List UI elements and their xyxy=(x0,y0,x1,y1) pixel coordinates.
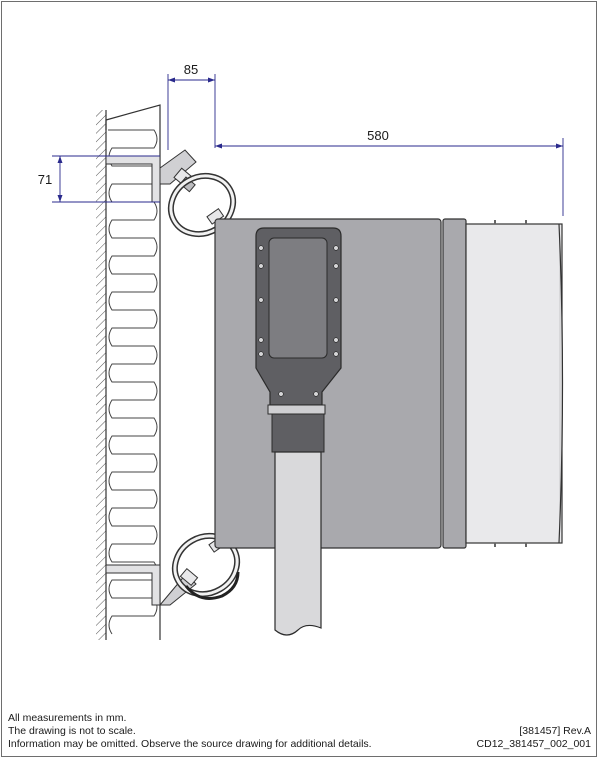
note-scale: The drawing is not to scale. xyxy=(8,725,136,738)
drawing-notes: All measurements in mm. The drawing is n… xyxy=(8,712,372,752)
drawing-id-label: CD12_381457_002_001 xyxy=(476,738,591,751)
plate-screw xyxy=(258,337,264,343)
wall-hatch xyxy=(96,110,106,640)
dimension-71: 71 xyxy=(38,155,160,203)
pipe xyxy=(274,451,322,636)
plate-screw xyxy=(258,297,264,303)
note-source: Information may be omitted. Observe the … xyxy=(8,738,372,751)
dimension-580: 580 xyxy=(215,128,564,216)
outlet-tabs xyxy=(494,220,527,547)
plate-screw xyxy=(278,391,284,397)
plate-screw xyxy=(333,297,339,303)
plate-screw xyxy=(258,263,264,269)
bottom-bracket xyxy=(105,532,241,606)
outlet-rim xyxy=(558,223,564,544)
dimension-71-label: 71 xyxy=(38,172,52,187)
plate-screw xyxy=(333,351,339,357)
plate-recess xyxy=(268,237,328,359)
collar xyxy=(442,218,467,549)
drawing-reference: [381457] Rev.A CD12_381457_002_001 xyxy=(477,725,591,751)
mounting-plate xyxy=(255,227,342,453)
note-measurements: All measurements in mm. xyxy=(8,712,127,724)
revision-label: [381457] Rev.A xyxy=(519,725,591,737)
plate-screw xyxy=(333,263,339,269)
wall-face-right xyxy=(105,104,161,640)
plate-screw xyxy=(313,391,319,397)
dimension-85: 85 xyxy=(167,62,216,150)
plate-screws xyxy=(258,245,339,397)
wall xyxy=(96,104,161,640)
dimension-580-label: 580 xyxy=(367,128,389,143)
wall-insulation xyxy=(108,129,158,635)
plate-screw xyxy=(258,245,264,251)
plate-screw xyxy=(333,245,339,251)
plate-screw xyxy=(333,337,339,343)
dimension-85-label: 85 xyxy=(184,62,198,77)
plate-screw xyxy=(258,351,264,357)
outlet-cylinder xyxy=(465,223,563,544)
